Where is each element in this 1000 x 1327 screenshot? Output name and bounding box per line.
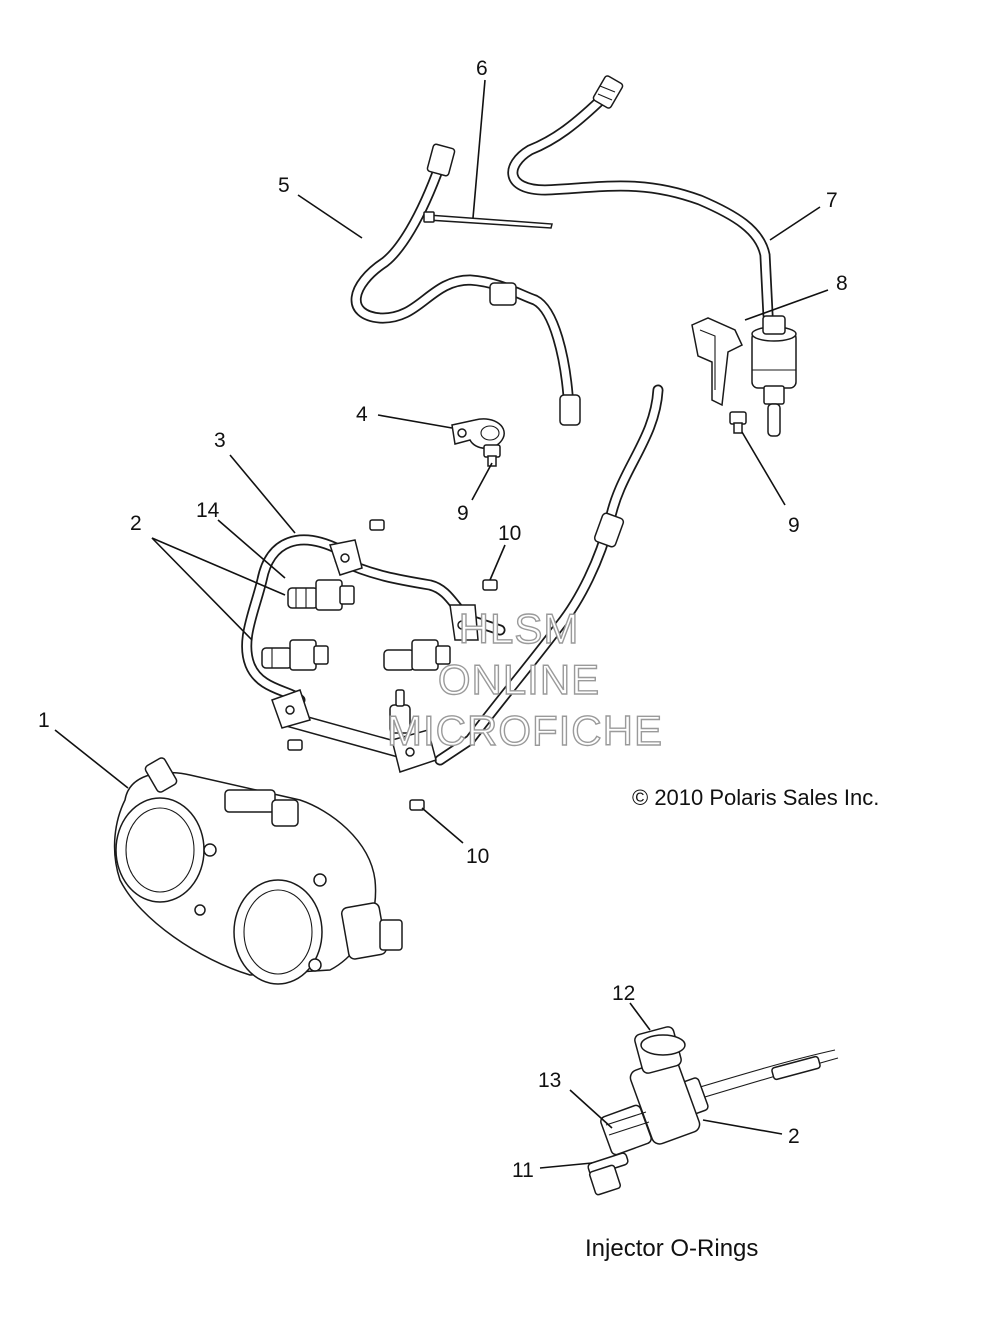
copyright-notice: © 2010 Polaris Sales Inc. bbox=[632, 785, 879, 810]
callout-7: 7 bbox=[826, 189, 838, 212]
callout-labels: 1 2 2 3 4 5 6 7 8 9 9 10 10 11 12 13 14 bbox=[38, 57, 848, 1182]
watermark-line-1: HLSM bbox=[459, 605, 580, 652]
callout-1: 1 bbox=[38, 709, 50, 732]
hose-clamp-4 bbox=[451, 418, 505, 449]
fuel-filter-8 bbox=[691, 315, 797, 437]
callout-9-right: 9 bbox=[788, 514, 800, 537]
watermark-line-3: MICROFICHE bbox=[387, 707, 663, 754]
fuel-injector-lower bbox=[261, 639, 329, 671]
throttle-body-1 bbox=[113, 757, 403, 985]
fuel-injector-bottom bbox=[389, 689, 411, 734]
callout-9-left: 9 bbox=[457, 502, 469, 525]
fuel-injector-upper bbox=[287, 579, 355, 611]
callout-8: 8 bbox=[836, 272, 848, 295]
callout-3: 3 bbox=[214, 429, 226, 452]
bolt-9-left bbox=[483, 444, 501, 467]
callout-10-lower: 10 bbox=[466, 845, 489, 868]
callout-5: 5 bbox=[278, 174, 290, 197]
watermark-line-2: ONLINE bbox=[438, 656, 600, 703]
bolt-10-a bbox=[369, 519, 385, 531]
callout-6: 6 bbox=[476, 57, 488, 80]
fuel-hose-5 bbox=[350, 143, 581, 426]
callout-11: 11 bbox=[512, 1159, 534, 1182]
fuel-rail-3 bbox=[241, 384, 664, 773]
bolt-10-d bbox=[409, 799, 425, 811]
callout-2-detail: 2 bbox=[788, 1125, 800, 1148]
watermark: HLSM ONLINE MICROFICHE bbox=[386, 604, 663, 754]
callout-12: 12 bbox=[612, 982, 635, 1005]
bolt-9-right bbox=[729, 411, 747, 434]
callout-13: 13 bbox=[538, 1069, 561, 1092]
bolt-10-b bbox=[482, 579, 498, 591]
detail-caption: Injector O-Rings bbox=[585, 1235, 758, 1262]
callout-10-upper: 10 bbox=[498, 522, 521, 545]
detail-injector bbox=[587, 1026, 839, 1196]
fuel-hose-7 bbox=[507, 75, 774, 321]
callout-14: 14 bbox=[196, 499, 220, 522]
fuel-injector-right bbox=[383, 639, 451, 671]
bolt-10-c bbox=[287, 739, 303, 751]
tie-strap-6 bbox=[423, 211, 553, 229]
leader-lines bbox=[54, 79, 829, 1169]
callout-2-left: 2 bbox=[130, 512, 142, 535]
callout-4: 4 bbox=[356, 403, 368, 426]
